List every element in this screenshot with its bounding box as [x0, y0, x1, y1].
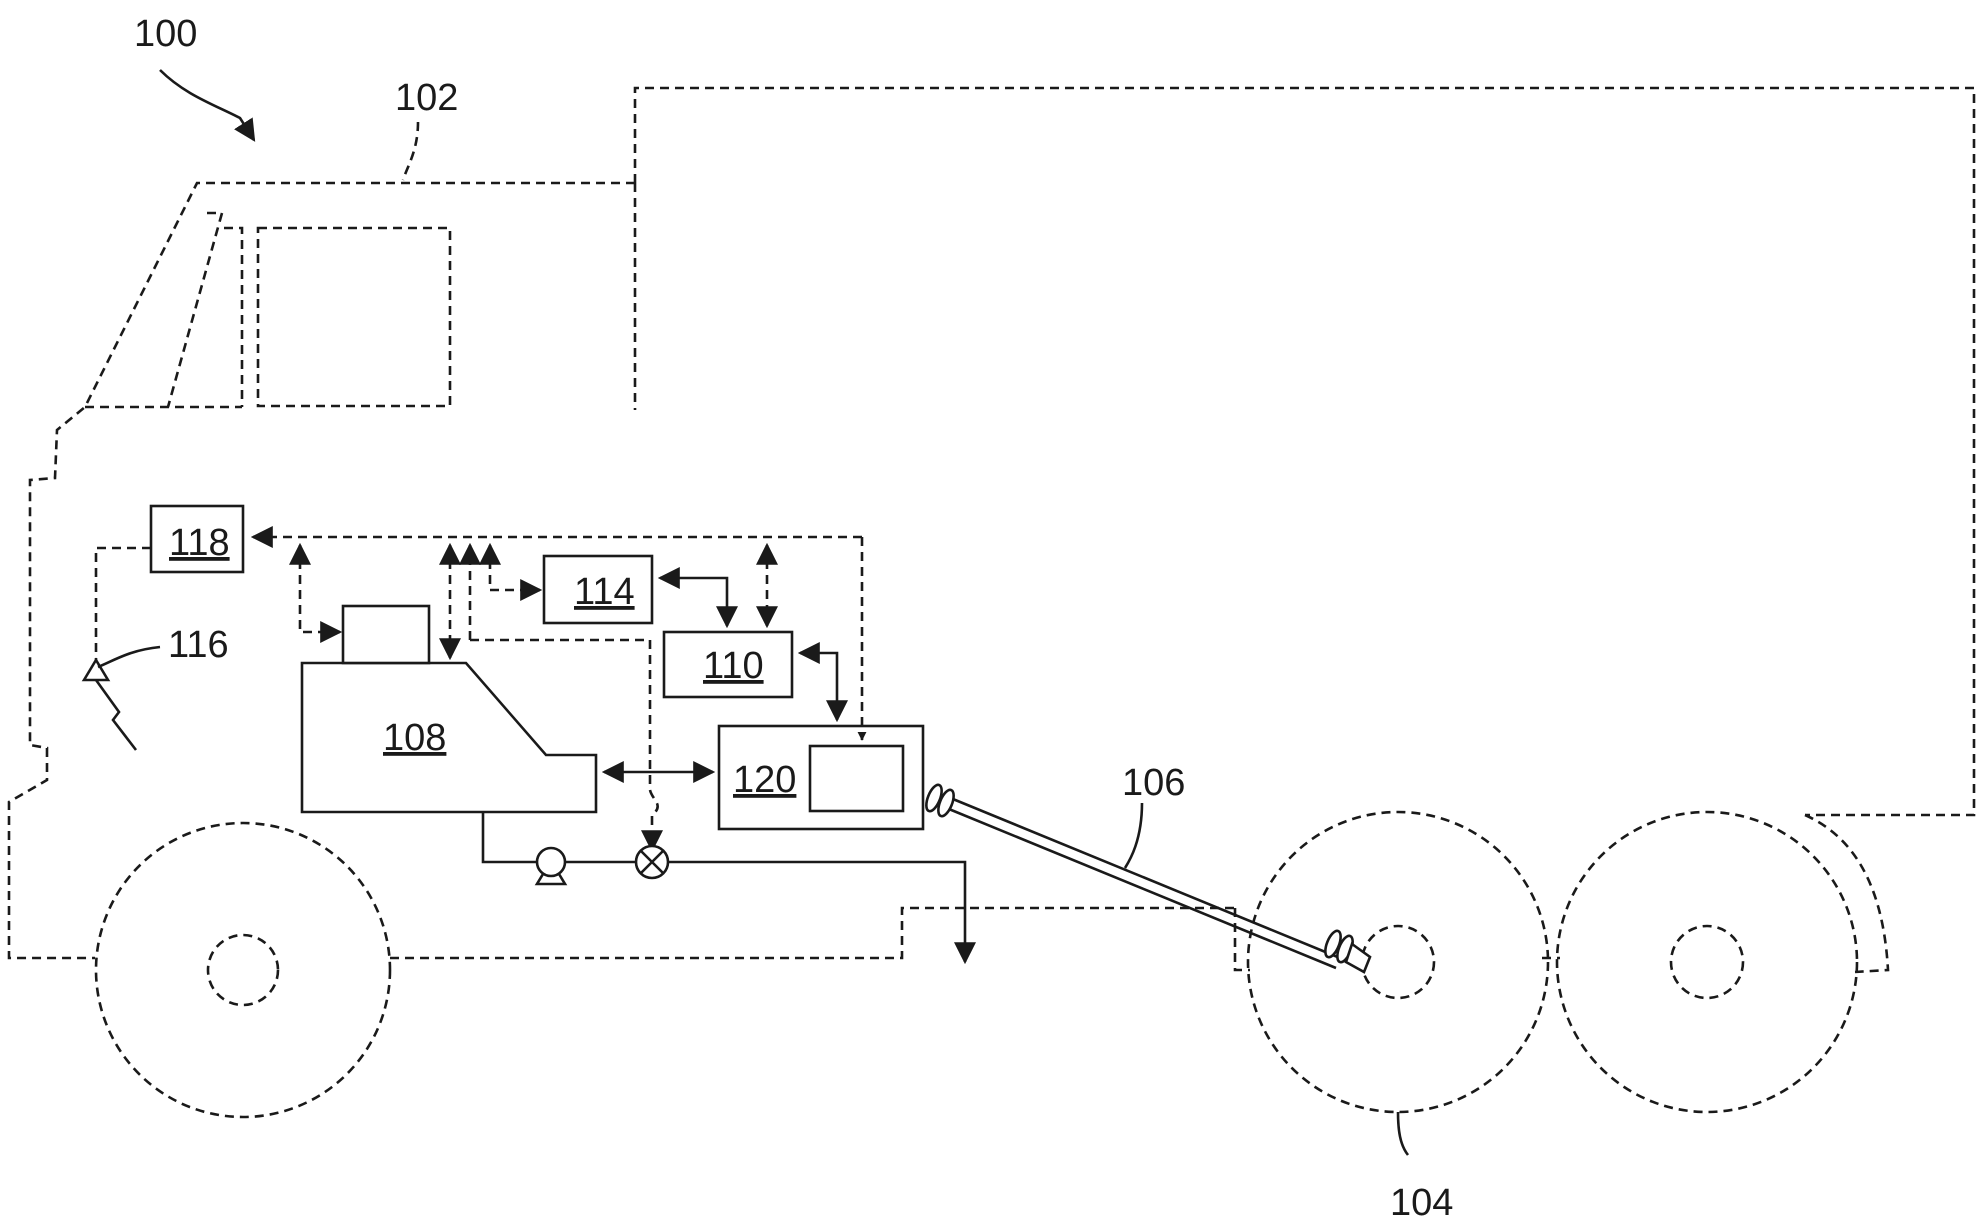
vehicle-outline	[7, 86, 1976, 1119]
solid-lines	[481, 567, 976, 965]
label-100: 100	[134, 13, 197, 55]
transceiver-box	[149, 504, 245, 574]
transmission-inner-box	[808, 744, 905, 813]
rear-wheel	[1246, 810, 1550, 1114]
engine-box	[300, 661, 598, 814]
box-114	[542, 554, 654, 625]
tandem-wheel	[1555, 810, 1859, 1114]
valve-icon	[634, 844, 670, 880]
label-102: 102	[395, 77, 458, 119]
u-joint-rear	[1324, 929, 1372, 974]
label-118: 118	[169, 522, 230, 564]
label-104: 104	[1390, 1182, 1453, 1224]
label-120: 120	[733, 759, 796, 801]
u-joint-front	[925, 783, 955, 818]
reference-labels: 100 102 104 106 108 110 114 116 118 120	[134, 13, 1453, 1224]
label-110: 110	[703, 645, 764, 687]
engine-top-box	[341, 604, 431, 665]
controller-box	[662, 630, 794, 699]
antenna-icon	[81, 657, 138, 751]
label-106: 106	[1122, 762, 1185, 804]
label-114: 114	[574, 571, 635, 613]
signal-lines	[94, 526, 867, 853]
label-108: 108	[383, 717, 446, 759]
front-wheel	[94, 821, 392, 1119]
driveshaft	[925, 783, 1372, 974]
components	[149, 504, 925, 831]
leader-lines	[97, 69, 1410, 1156]
label-116: 116	[168, 624, 229, 666]
pump-icon	[534, 846, 568, 886]
